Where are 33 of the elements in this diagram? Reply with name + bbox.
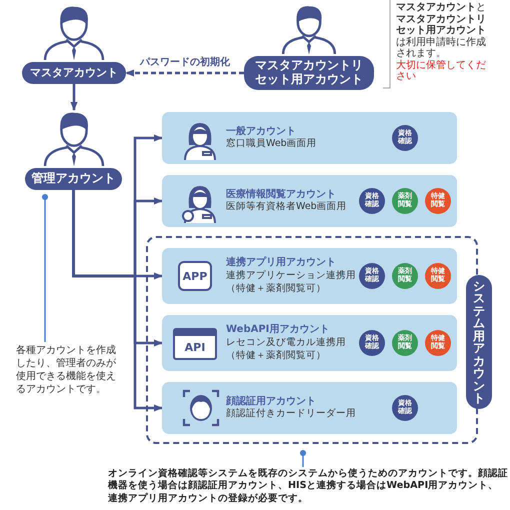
card-title: 連携アプリ用アカウント — [226, 256, 337, 270]
account-label: マスタアカウントリセット用アカウント — [244, 56, 374, 90]
app-icon: APP — [178, 261, 212, 291]
note-text: 各種アカウントを作成したり、管理者のみが使用できる機能を使えるアカウントです。 — [16, 344, 124, 396]
account-card — [162, 248, 457, 304]
card-text: レセコン及び電カル連携用 — [226, 336, 346, 350]
account-label: 管理アカウント — [25, 168, 122, 190]
card-text: 窓口職員Web画面用 — [226, 138, 317, 152]
account-card — [162, 382, 457, 434]
account-label: マスタアカウント — [22, 62, 126, 84]
account-card — [162, 315, 457, 371]
note-text: オンライン資格確認等システムを既存のシステムから使うためのアカウントです。顔認証機器を使う場合は顔認証用アカウント、HISと連携する場合はWebAPI用アカウント、連携アプリ用アカウントの登録が必要です。 — [108, 468, 508, 510]
card-text: （特健＋薬剤閲覧可） — [226, 350, 327, 363]
note-text: マスタアカウントとマスタアカウントリセット用アカウントは利用申請時に作成されます。 — [396, 2, 487, 60]
card-title: 一般アカウント — [226, 124, 297, 138]
card-text: （特健＋薬剤閲覧可） — [226, 282, 327, 296]
account-card — [162, 112, 457, 164]
group-tab: システム用アカウント — [466, 275, 492, 409]
edge-label: パスワードの初期化 — [138, 55, 231, 69]
card-text: 顔認証付きカードリーダー用 — [226, 408, 356, 422]
card-text: 医師等有資格者Web画面用 — [226, 201, 347, 214]
card-title: 医療情報閲覧アカウント — [226, 188, 337, 201]
card-title: WebAPI用アカウント — [226, 323, 330, 337]
card-text: 連携アプリケーション連携用 — [226, 270, 356, 283]
arrow — [70, 84, 78, 111]
card-title: 顔認証用アカウント — [226, 394, 317, 408]
leader-line — [300, 450, 306, 467]
arrow — [72, 190, 163, 412]
leader-line — [42, 194, 48, 342]
api-window-icon: API — [173, 328, 217, 360]
arrow — [125, 69, 244, 77]
warning-text: 大切に保管してください — [396, 60, 487, 82]
account-card — [162, 175, 457, 227]
